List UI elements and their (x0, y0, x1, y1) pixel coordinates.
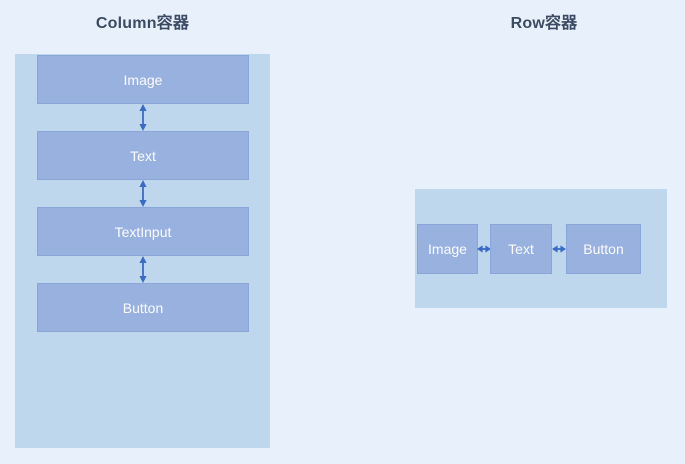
row-container-title: Row容器 (510, 15, 578, 32)
row-block-image: Image (417, 224, 478, 274)
horizontal-double-arrow-icon (477, 243, 491, 255)
column-block-text: Text (37, 131, 249, 180)
column-block-textinput: TextInput (37, 207, 249, 256)
column-container-title: Column容器 (95, 15, 190, 32)
column-container: Image Text TextInput Button (15, 54, 270, 448)
vertical-double-arrow-icon (137, 256, 149, 283)
horizontal-double-arrow-icon (552, 243, 566, 255)
column-block-button: Button (37, 283, 249, 332)
row-container: Image Text Button (415, 189, 667, 308)
row-block-button: Button (566, 224, 641, 274)
vertical-double-arrow-icon (137, 104, 149, 131)
row-block-text: Text (490, 224, 552, 274)
vertical-double-arrow-icon (137, 180, 149, 207)
column-block-image: Image (37, 55, 249, 104)
